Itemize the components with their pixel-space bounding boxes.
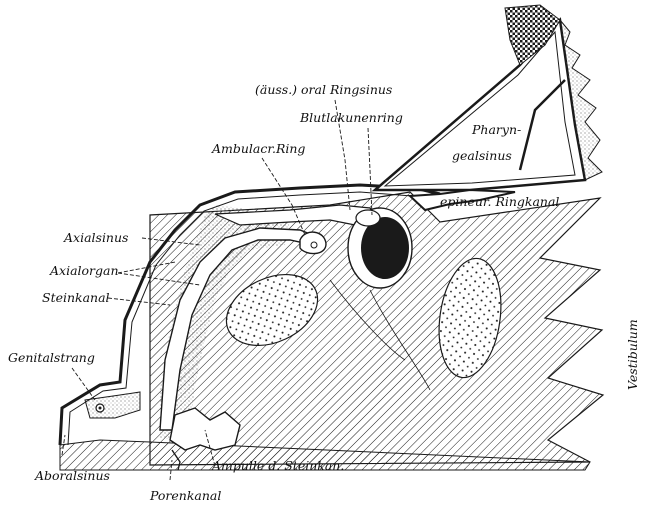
label-epineur-ringkanal: epineur. Ringkanal — [440, 196, 559, 209]
label-axialorgan: Axialorgan — [50, 265, 119, 278]
label-pharyngealsinus-1: Pharyn- — [472, 124, 521, 137]
label-ambulacr-ring: Ambulacr.Ring — [212, 143, 305, 156]
label-blutlakunenring: Blutlakunenring — [300, 112, 403, 125]
label-aboralsinus: Aboralsinus — [35, 470, 110, 483]
label-pharyngealsinus-2: gealsinus — [452, 150, 512, 163]
label-genitalstrang: Genitalstrang — [8, 352, 95, 365]
label-vestibulum: Vestibulum — [625, 319, 640, 390]
label-steinkanal: Steinkanal — [42, 292, 110, 305]
label-ampulle: Ampulle d. Steinkan. — [212, 460, 344, 473]
genitalstrang-shape — [85, 392, 140, 418]
pharyngealsinus-frame — [375, 20, 585, 190]
label-axialsinus: Axialsinus — [64, 232, 128, 245]
label-porenkanal: Porenkanal — [150, 490, 221, 503]
label-ringsinus: (äuss.) oral Ringsinus — [255, 84, 392, 97]
